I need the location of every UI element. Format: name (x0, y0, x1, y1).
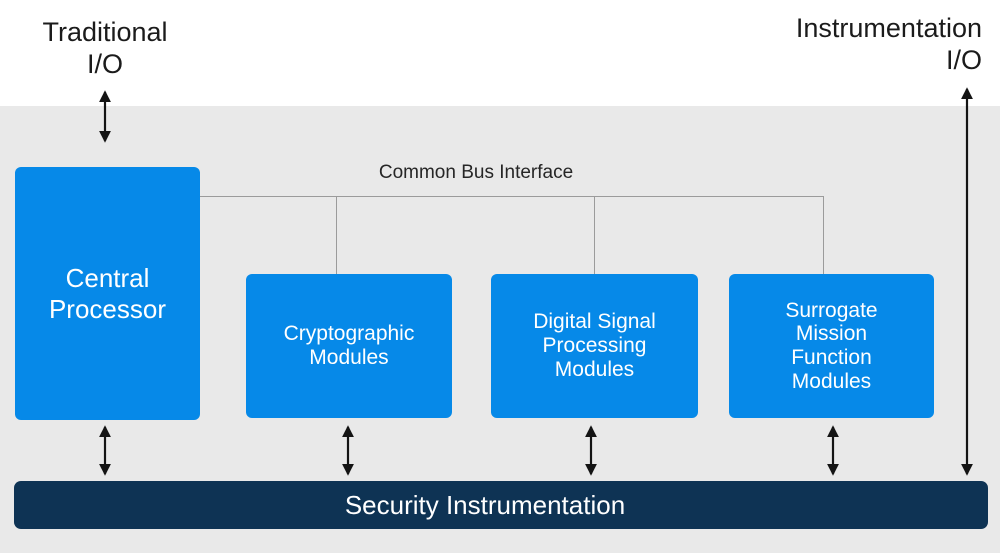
common-bus-interface-label: Common Bus Interface (378, 162, 574, 183)
traditional-io-label: Traditional I/O (42, 17, 168, 79)
security-instrumentation-label: Security Instrumentation (344, 489, 626, 520)
bus-line-drop-cryptographic (336, 196, 337, 274)
bus-line-drop-surrogate (823, 196, 824, 274)
bus-line-drop-digital-signal (594, 196, 595, 274)
central-processor-box: Central Processor (15, 167, 200, 420)
cryptographic-modules-box: Cryptographic Modules (246, 274, 452, 418)
digital-signal-processing-modules-label: Digital Signal Processing Modules (533, 310, 656, 381)
security-instrumentation-bar: Security Instrumentation (14, 481, 988, 529)
cryptographic-modules-label: Cryptographic Modules (283, 322, 415, 369)
central-processor-label: Central Processor (48, 262, 167, 324)
bus-line-horizontal (200, 196, 823, 197)
surrogate-mission-function-modules-label: Surrogate Mission Function Modules (785, 298, 878, 393)
surrogate-mission-function-modules-box: Surrogate Mission Function Modules (729, 274, 934, 418)
instrumentation-io-label: Instrumentation I/O (795, 13, 982, 75)
digital-signal-processing-modules-box: Digital Signal Processing Modules (491, 274, 698, 418)
